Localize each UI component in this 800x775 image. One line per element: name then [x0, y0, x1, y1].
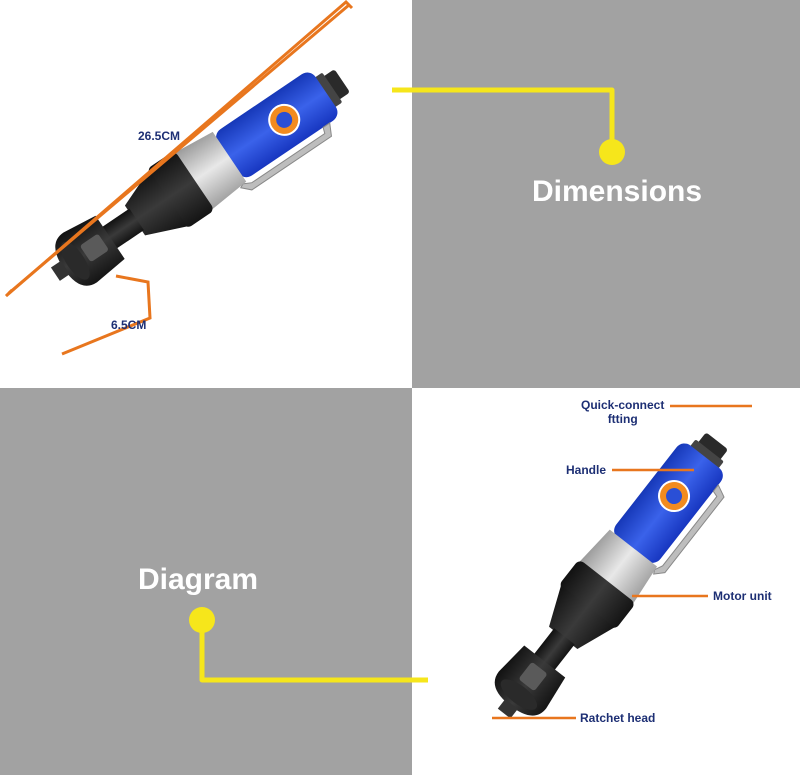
diagram-gray-panel — [0, 388, 412, 775]
length-dimension-line — [4, 0, 354, 298]
dimensions-callout-line — [392, 87, 625, 165]
quick-connect-fitting-label: Quick-connect ftting — [581, 398, 664, 426]
length-measurement-label: 26.5CM — [138, 129, 181, 143]
handle-label: Handle — [566, 463, 607, 477]
part-leader-lines — [492, 404, 752, 720]
head-width-measurement-label: 6.5CM — [111, 318, 147, 332]
diagram-callout-line — [189, 607, 428, 683]
quick-connect-line2: ftting — [607, 412, 638, 426]
diagram-title: Diagram — [138, 563, 259, 596]
quick-connect-line1: Quick-connect — [581, 398, 665, 412]
dimensions-title: Dimensions — [532, 175, 703, 208]
ratchet-head-label: Ratchet head — [580, 711, 656, 725]
ratchet-tool-photo-top — [34, 49, 366, 309]
ratchet-tool-photo-bottom — [474, 417, 750, 740]
dimensions-gray-panel — [412, 0, 800, 388]
head-width-dimension-line — [61, 274, 152, 356]
motor-unit-label: Motor unit — [713, 589, 772, 603]
